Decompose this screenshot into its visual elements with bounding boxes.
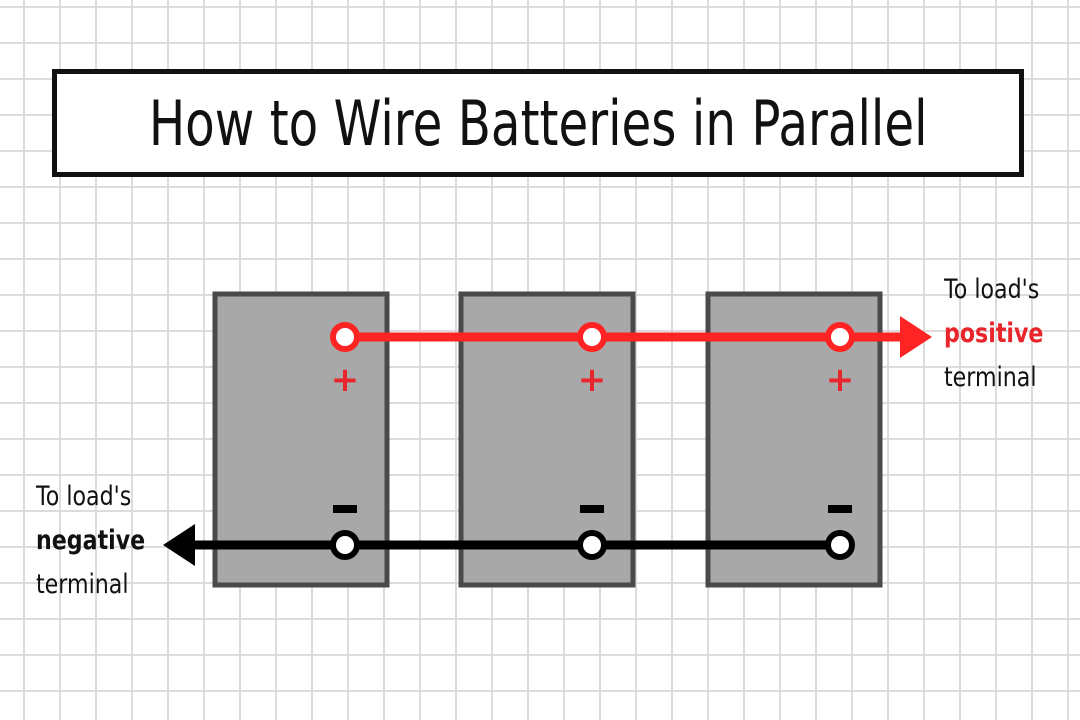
negative-terminal: [330, 530, 360, 560]
plus-sign: +: [826, 360, 855, 400]
positive-label-line1: To load's: [944, 274, 1040, 305]
diagram-title: How to Wire Batteries in Parallel: [148, 86, 928, 160]
plus-sign: +: [578, 360, 607, 400]
positive-arrow-head: [900, 316, 932, 358]
minus-sign: [580, 505, 604, 513]
negative-label-line3: terminal: [36, 569, 129, 600]
positive-terminal: [577, 322, 607, 352]
positive-label-emphasis: positive: [944, 318, 1044, 349]
positive-terminal: [825, 322, 855, 352]
positive-label-line3: terminal: [944, 362, 1037, 393]
negative-load-label: To load's negative terminal: [36, 475, 169, 607]
minus-sign: [333, 505, 357, 513]
positive-load-label: To load's positive terminal: [944, 268, 1065, 400]
positive-terminal: [330, 322, 360, 352]
plus-sign: +: [331, 360, 360, 400]
negative-arrow-head: [163, 524, 195, 566]
negative-terminal: [577, 530, 607, 560]
negative-terminal: [825, 530, 855, 560]
title-box: How to Wire Batteries in Parallel: [52, 69, 1024, 177]
negative-label-line1: To load's: [36, 481, 132, 512]
minus-sign: [828, 505, 852, 513]
negative-label-emphasis: negative: [36, 525, 146, 556]
